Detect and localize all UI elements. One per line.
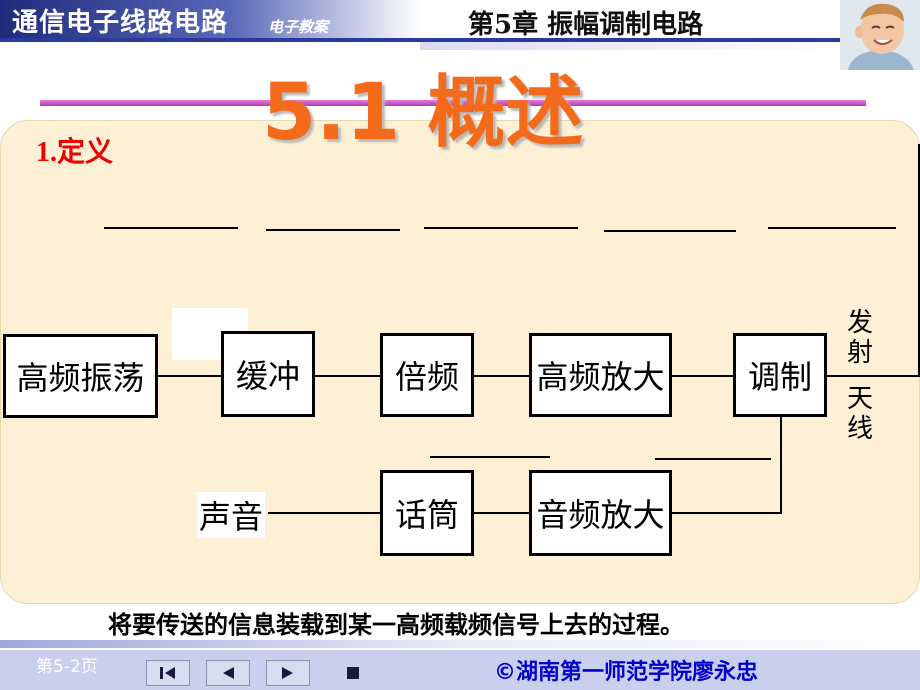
definition-label: 1.定义	[36, 130, 113, 170]
title-rule	[40, 100, 866, 106]
definition-caption: 将要传送的信息装载到某一高频载频信号上去的过程。	[108, 611, 684, 639]
block-oscillator: 高频振荡	[3, 334, 158, 418]
stop-button[interactable]	[330, 660, 376, 686]
antenna-feed-line	[918, 144, 920, 377]
definition-text: 定义	[57, 135, 114, 168]
blank-line-3	[424, 227, 578, 229]
chapter-title: 第5章 振幅调制电路	[468, 10, 704, 40]
footer-bar	[0, 650, 920, 690]
connector-1	[158, 375, 221, 377]
header-underline	[0, 38, 840, 42]
block-multiplier: 倍频	[380, 333, 474, 417]
child-photo	[840, 0, 920, 70]
block-buffer: 缓冲	[221, 331, 315, 417]
blank-line-5	[768, 227, 896, 229]
blank-line-2	[266, 229, 400, 231]
course-title: 通信电子线路电路	[12, 8, 229, 38]
connector-3	[474, 375, 529, 377]
connector-amp-out	[672, 512, 782, 514]
footer-rule	[0, 640, 920, 648]
block-microphone: 话筒	[380, 470, 474, 556]
blank-line-6	[430, 456, 550, 458]
connector-mic-amp	[474, 512, 529, 514]
label-sound: 声音	[197, 492, 266, 538]
next-page-button[interactable]	[266, 660, 310, 686]
prev-page-button[interactable]	[206, 660, 250, 686]
antenna-label-transmit: 发射	[846, 308, 873, 368]
blank-line-7	[655, 458, 771, 460]
blank-line-4	[604, 230, 736, 232]
next-page-icon	[282, 667, 293, 679]
block-hf-amplifier: 高频放大	[529, 333, 672, 417]
child-face-icon	[840, 0, 920, 70]
header-banner	[0, 0, 420, 38]
header-underline-shade	[420, 40, 840, 50]
stop-icon	[347, 667, 359, 679]
connector-to-modulator	[780, 417, 782, 514]
block-af-amplifier: 音频放大	[529, 470, 672, 556]
first-page-icon	[160, 667, 175, 679]
page-number: 第5-2页	[36, 657, 98, 677]
block-modulator: 调制	[733, 333, 827, 417]
slide-title: 5.1 概述	[262, 68, 584, 158]
first-page-button[interactable]	[146, 660, 190, 686]
definition-number: 1.	[36, 137, 57, 168]
connector-out	[827, 375, 920, 377]
connector-4	[672, 375, 733, 377]
connector-2	[315, 375, 380, 377]
antenna-label-antenna: 天线	[846, 384, 873, 444]
blank-line-1	[104, 227, 238, 229]
author-credit: ©湖南第一师范学院廖永忠	[494, 660, 759, 685]
course-subtitle: 电子教案	[268, 18, 329, 36]
prev-page-icon	[223, 667, 234, 679]
header-right	[420, 0, 840, 38]
connector-sound-mic	[268, 512, 380, 514]
